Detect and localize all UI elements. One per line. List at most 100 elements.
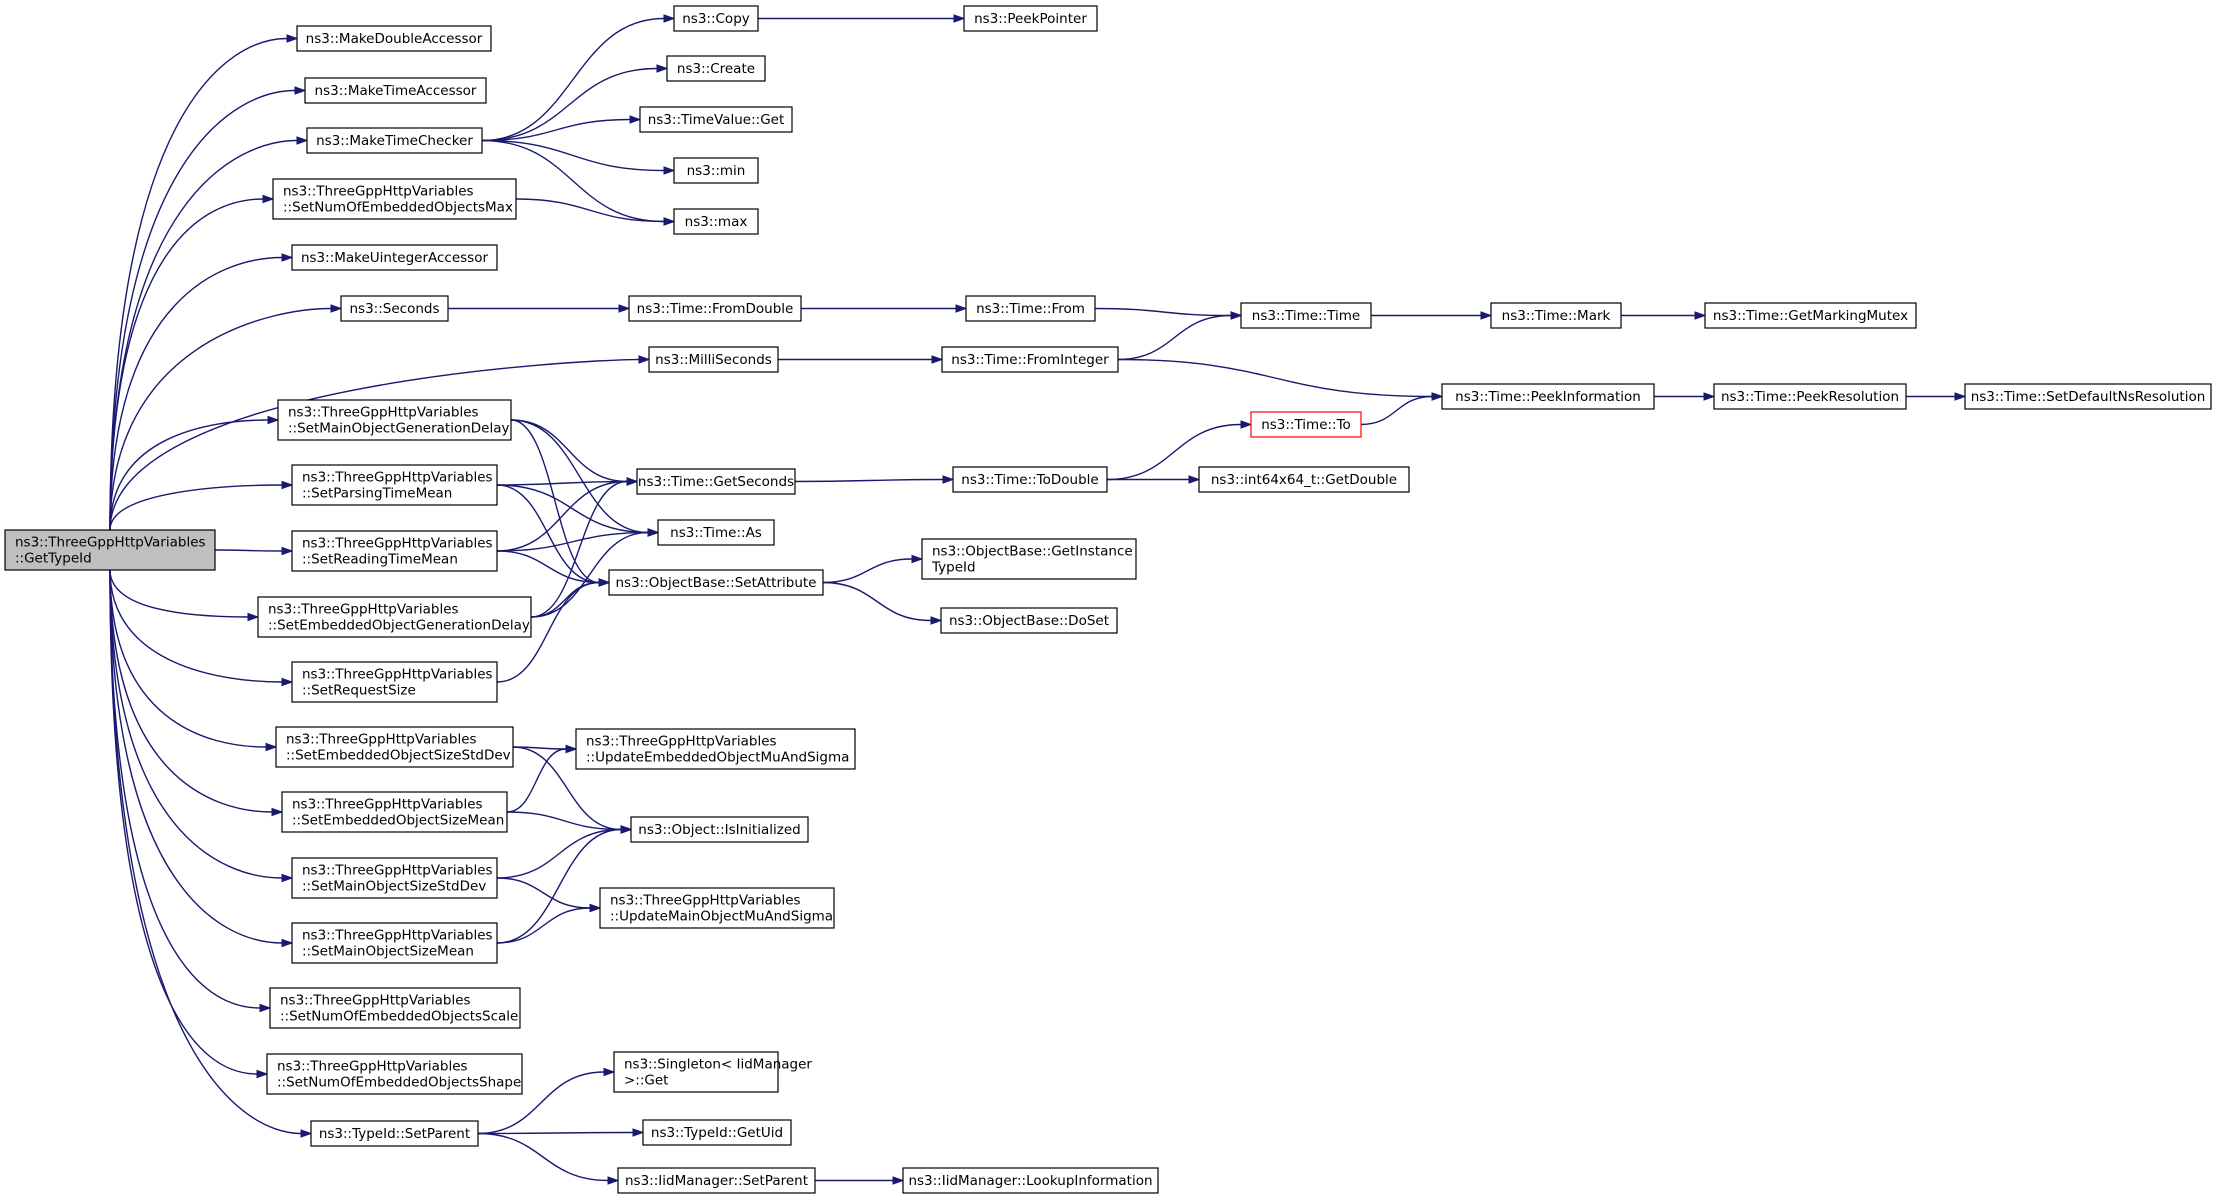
node-label: ns3::min [687,163,746,179]
node-timeTime[interactable]: ns3::Time::Time [1240,302,1372,329]
edge-typeIdSetParent-typeIdGetUid [477,1128,645,1137]
edge-root-typeIdSetParent [109,569,313,1138]
node-seconds[interactable]: ns3::Seconds [340,295,449,322]
edge-setMainSizeMean-objIsInitialized [496,825,633,944]
node-setReadingMean[interactable]: ns3::ThreeGppHttpVariables::SetReadingTi… [291,530,498,572]
node-timePeekInfo[interactable]: ns3::Time::PeekInformation [1441,383,1655,410]
node-setParsingMean[interactable]: ns3::ThreeGppHttpVariables::SetParsingTi… [291,464,498,506]
node-box [642,1119,792,1146]
edge-objSetAttribute-objDoSet [822,581,943,625]
edge-arrowhead [953,14,966,23]
node-timeTo[interactable]: ns3::Time::To [1250,411,1362,438]
node-copy[interactable]: ns3::Copy [673,5,759,32]
edge-line [109,419,269,531]
node-box [628,295,802,322]
node-timeGetSeconds[interactable]: ns3::Time::GetSeconds [636,468,796,495]
node-singletonGet[interactable]: ns3::Singleton< IidManager >::Get [613,1051,812,1093]
node-objDoSet[interactable]: ns3::ObjectBase::DoSet [940,607,1118,634]
node-timePeekRes[interactable]: ns3::Time::PeekResolution [1713,383,1907,410]
node-timeFrom[interactable]: ns3::Time::From [965,295,1096,322]
edge-arrowhead [892,1176,905,1185]
edge-root-setMainSizeMean [109,569,294,948]
node-timeValueGet[interactable]: ns3::TimeValue::Get [639,106,793,133]
node-objSetAttribute[interactable]: ns3::ObjectBase::SetAttribute [608,569,824,596]
node-setMainSizeStd[interactable]: ns3::ThreeGppHttpVariables::SetMainObjec… [291,857,498,899]
node-setEmbSizeStd[interactable]: ns3::ThreeGppHttpVariables::SetEmbeddedO… [275,726,514,768]
edge-arrowhead [256,1069,269,1079]
node-create[interactable]: ns3::Create [666,55,766,82]
edge-line [109,569,283,683]
node-box [281,791,508,833]
node-setEmbSizeMean[interactable]: ns3::ThreeGppHttpVariables::SetEmbeddedO… [281,791,508,833]
edge-line [109,569,267,748]
node-peekPointer[interactable]: ns3::PeekPointer [963,5,1098,32]
node-label: ::SetMainObjectSizeStdDev [302,879,486,895]
node-milliSeconds[interactable]: ns3::MilliSeconds [648,346,779,373]
edge-line [496,484,600,584]
edge-root-setParsingMean [109,480,294,531]
node-label: ns3::ThreeGppHttpVariables [610,893,801,909]
edge-arrowhead [598,578,611,587]
node-box [952,466,1108,493]
edge-arrowhead [589,903,602,913]
node-setMainSizeMean[interactable]: ns3::ThreeGppHttpVariables::SetMainObjec… [291,922,498,964]
node-timeMark[interactable]: ns3::Time::Mark [1490,302,1622,329]
node-label: ns3::int64x64_t::GetDouble [1211,472,1397,488]
node-timeSetDefaultNs[interactable]: ns3::Time::SetDefaultNsResolution [1964,383,2212,410]
edge-line [109,307,332,531]
edge-line [510,419,649,534]
node-label: ::SetNumOfEmbeddedObjectsMax [283,200,513,216]
edge-line [109,256,283,531]
edge-line [109,569,249,618]
node-box [1964,383,2212,410]
node-timeToDouble[interactable]: ns3::Time::ToDouble [952,466,1108,493]
node-setNumEmbShape[interactable]: ns3::ThreeGppHttpVariables::SetNumOfEmbe… [266,1053,523,1095]
node-label: ns3::IidManager::LookupInformation [908,1173,1152,1189]
node-iidLookup[interactable]: ns3::IidManager::LookupInformation [902,1167,1159,1194]
node-setEmbGenDelay[interactable]: ns3::ThreeGppHttpVariables::SetEmbeddedO… [257,596,532,638]
edge-objSetAttribute-objGetInstanceTypeId [822,554,924,584]
edge-root-setEmbGenDelay [109,569,260,622]
node-makeTimeAcc[interactable]: ns3::MakeTimeAccessor [304,77,487,104]
node-box [296,25,492,52]
node-root[interactable]: ns3::ThreeGppHttpVariables::GetTypeId [4,529,216,571]
edges-layer [109,14,1967,1185]
node-typeIdGetUid[interactable]: ns3::TypeId::GetUid [642,1119,792,1146]
edge-root-setNumEmbShape [109,569,269,1079]
edge-setMainSizeStd-objIsInitialized [496,825,633,879]
node-updMainMuSigma[interactable]: ns3::ThreeGppHttpVariables::UpdateMainOb… [599,887,835,929]
node-timeGetMarkingMutex[interactable]: ns3::Time::GetMarkingMutex [1704,302,1917,329]
node-timeFromDouble[interactable]: ns3::Time::FromDouble [628,295,802,322]
node-label: ns3::TypeId::GetUid [651,1125,783,1141]
node-timeFromInteger[interactable]: ns3::Time::FromInteger [941,346,1119,373]
node-label: ns3::MakeDoubleAccessor [306,31,483,47]
node-label: ns3::ThreeGppHttpVariables [286,732,477,748]
node-iidSetParent[interactable]: ns3::IidManager::SetParent [617,1167,816,1194]
node-min[interactable]: ns3::min [673,157,759,184]
node-box [291,530,498,572]
edge-root-makeDoubleAcc [109,34,299,531]
node-label: ns3::PeekPointer [974,11,1087,27]
edge-timeToDouble-int64GetDouble [1106,475,1201,484]
node-label: ns3::Time::PeekResolution [1721,389,1899,405]
node-setMainGenDelay[interactable]: ns3::ThreeGppHttpVariables::SetMainObjec… [277,399,512,441]
node-setNumEmbScale[interactable]: ns3::ThreeGppHttpVariables::SetNumOfEmbe… [269,987,521,1029]
node-label: ns3::Time::Mark [1502,308,1611,324]
edge-arrowhead [1240,420,1253,429]
edge-line [109,89,296,531]
node-typeIdSetParent[interactable]: ns3::TypeId::SetParent [310,1120,479,1147]
node-label: ns3::Copy [682,11,750,27]
node-updEmbMuSigma[interactable]: ns3::ThreeGppHttpVariables::UpdateEmbedd… [575,728,856,770]
node-makeTimeChecker[interactable]: ns3::MakeTimeChecker [306,127,483,154]
node-makeUintAcc[interactable]: ns3::MakeUintegerAccessor [291,244,498,271]
node-int64GetDouble[interactable]: ns3::int64x64_t::GetDouble [1198,466,1410,493]
node-timeAs[interactable]: ns3::Time::As [657,519,775,546]
node-objIsInitialized[interactable]: ns3::Object::IsInitialized [630,816,809,843]
edge-line [510,419,600,584]
node-setRequestSize[interactable]: ns3::ThreeGppHttpVariables::SetRequestSi… [291,661,498,703]
node-max[interactable]: ns3::max [673,208,759,235]
node-makeDoubleAcc[interactable]: ns3::MakeDoubleAccessor [296,25,492,52]
node-setNumEmbMax[interactable]: ns3::ThreeGppHttpVariables::SetNumOfEmbe… [272,178,517,220]
edge-line [496,828,622,944]
